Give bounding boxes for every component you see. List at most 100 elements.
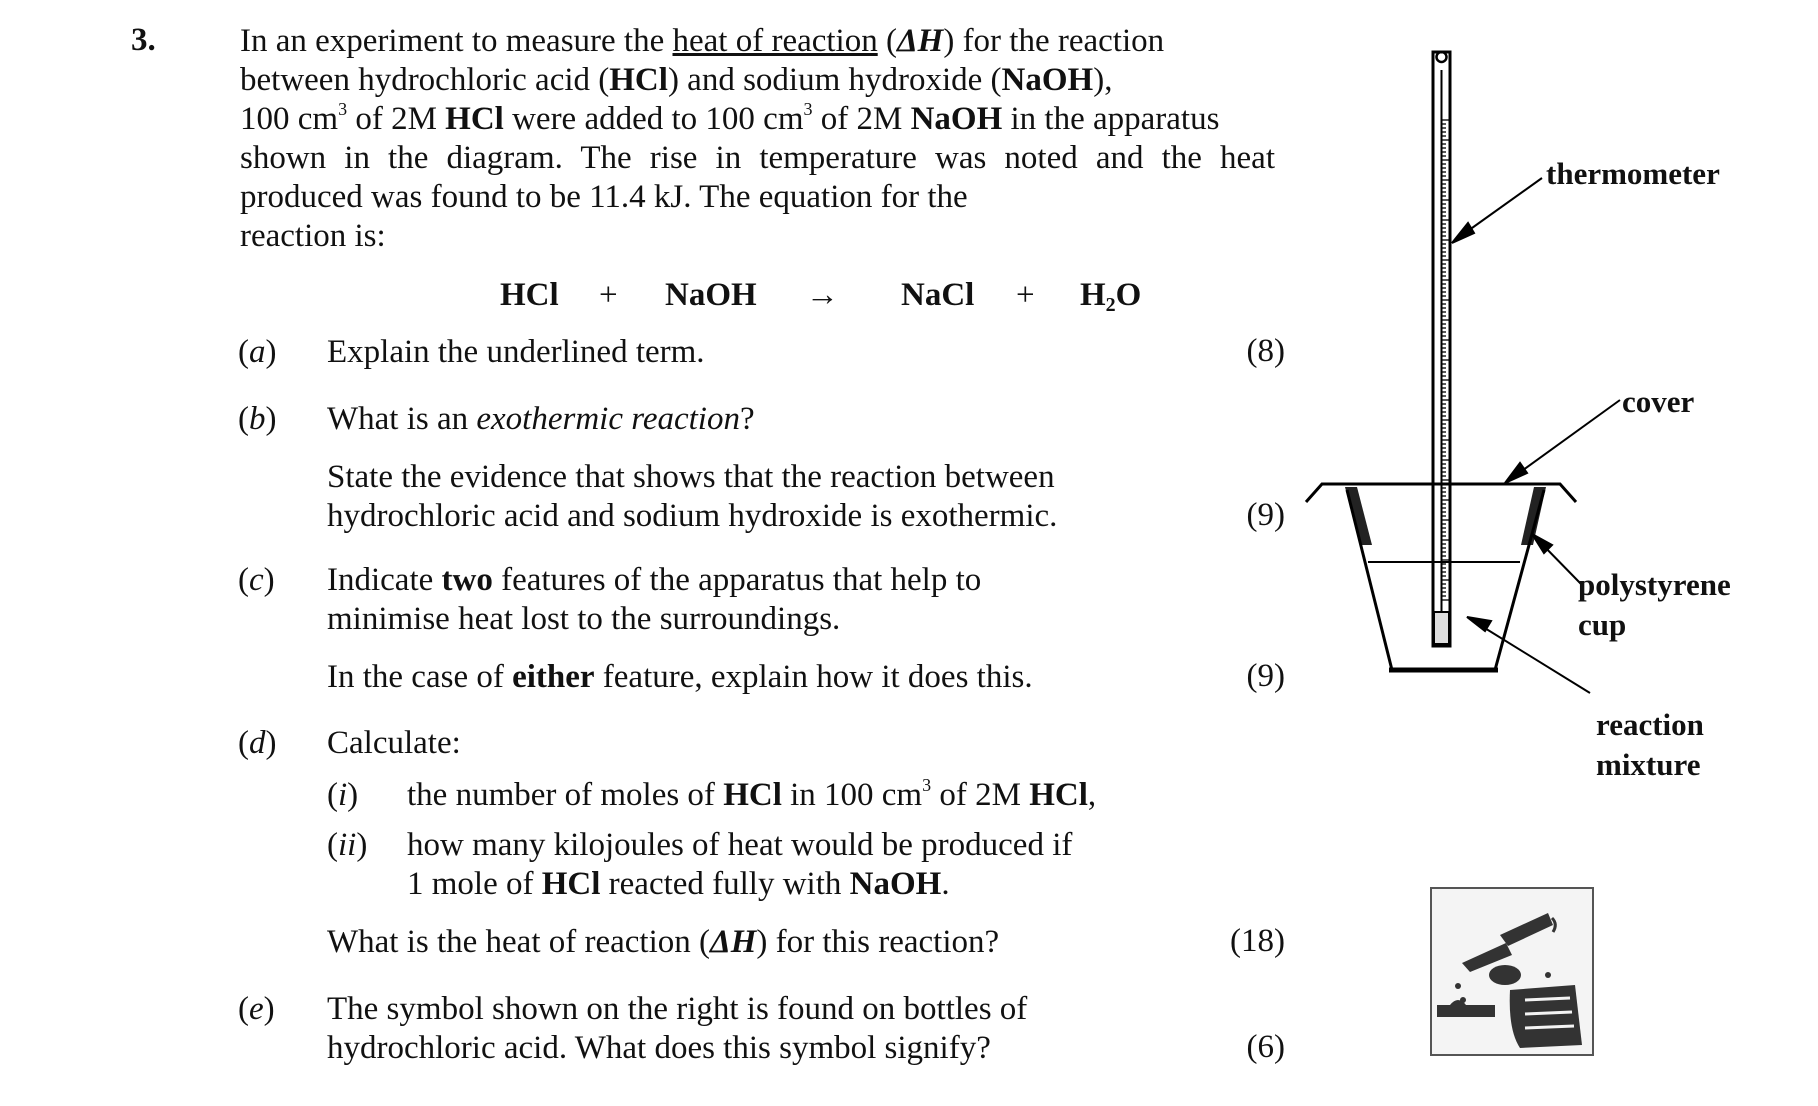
label-roman: ii	[338, 827, 357, 863]
term-exothermic: exothermic reaction	[476, 401, 740, 437]
part-d-i-text: the number of moles of HCl in 100 cm3 of…	[407, 776, 1096, 815]
water-h: H	[1080, 277, 1106, 313]
label-letter: e	[249, 991, 264, 1027]
intro-text: were added to 100 cm	[503, 101, 804, 137]
formula-hcl: HCl	[541, 866, 601, 902]
part-a-label: (a)	[238, 334, 277, 370]
part-c-text: feature, explain how it does this.	[594, 659, 1033, 695]
intro-text: between hydrochloric acid (	[240, 62, 610, 98]
part-b-text: ?	[739, 401, 755, 437]
formula-hcl: HCl	[445, 101, 504, 137]
water-o: O	[1115, 277, 1142, 313]
part-d-text: the number of moles of	[407, 777, 724, 813]
intro-line-2: between hydrochloric acid (HCl) and sodi…	[240, 61, 1275, 100]
thermometer-icon	[1431, 50, 1452, 648]
label-mixture: mixture	[1596, 747, 1701, 782]
intro-line-5: produced was found to be 11.4 kJ. The eq…	[240, 179, 968, 215]
intro-text: in the apparatus	[1002, 101, 1220, 137]
equation-hcl: HCl	[500, 277, 559, 313]
part-d-text: Calculate:	[327, 725, 461, 761]
part-d-i-label: (i)	[327, 777, 359, 813]
part-c-text: features of the apparatus that help to	[492, 562, 982, 598]
superscript: 3	[338, 99, 348, 119]
intro-line-1: In an experiment to measure the heat of …	[240, 22, 1275, 61]
underlined-term: heat of reaction	[672, 23, 878, 59]
intro-line-4: shown in the diagram. The rise in temper…	[240, 140, 1275, 176]
part-c-text: In the case of	[327, 659, 513, 695]
label-reaction: reaction	[1596, 707, 1704, 742]
part-d-text: What is the heat of reaction (	[327, 924, 710, 960]
question-number: 3.	[131, 22, 156, 58]
formula-hcl: HCl	[1029, 777, 1088, 813]
intro-text: ),	[1093, 62, 1113, 98]
intro-text: (	[877, 23, 897, 59]
part-d-text: .	[941, 866, 950, 902]
intro-text: of 2M	[812, 101, 911, 137]
formula-naoh: NaOH	[1001, 62, 1094, 98]
part-d-marks: (18)	[1230, 923, 1285, 959]
intro-text: ) for the reaction	[943, 23, 1165, 59]
part-c-line-1: Indicate two features of the apparatus t…	[327, 561, 981, 600]
label-letter: b	[249, 401, 266, 437]
equation-water: H2O	[1080, 277, 1142, 316]
superscript: 3	[922, 775, 932, 795]
delta-h: ΔH	[710, 924, 757, 960]
intro-paragraph: In an experiment to measure the heat of …	[240, 22, 1275, 256]
part-d-question: What is the heat of reaction (ΔH) for th…	[327, 923, 999, 962]
intro-text: 100 cm	[240, 101, 339, 137]
label-polystyrene: polystyrene	[1578, 567, 1731, 602]
part-b-question: What is an exothermic reaction?	[327, 400, 755, 439]
label-letter: d	[249, 725, 266, 761]
intro-text: ) and sodium hydroxide (	[667, 62, 1002, 98]
label-arrows	[1451, 177, 1621, 694]
part-d-ii-line-1: how many kilojoules of heat would be pro…	[407, 827, 1073, 863]
equation-plus: +	[599, 277, 618, 313]
part-d-ii-label: (ii)	[327, 827, 368, 863]
part-d-label: (d)	[238, 725, 277, 761]
part-c-marks: (9)	[1246, 658, 1285, 694]
part-c-text: Indicate	[327, 562, 442, 598]
part-e-line-2: hydrochloric acid. What does this symbol…	[327, 1030, 991, 1066]
label-cover: cover	[1622, 384, 1695, 419]
part-d-ii-line-2: 1 mole of HCl reacted fully with NaOH.	[407, 865, 950, 904]
formula-hcl: HCl	[723, 777, 782, 813]
equation-plus: +	[1016, 277, 1035, 313]
part-a-text: Explain the underlined term.	[327, 334, 705, 370]
intro-text: In an experiment to measure the	[240, 23, 673, 59]
part-b-text: What is an	[327, 401, 477, 437]
intro-line-3: 100 cm3 of 2M HCl were added to 100 cm3 …	[240, 100, 1275, 139]
label-thermometer: thermometer	[1546, 156, 1720, 191]
intro-text: of 2M	[347, 101, 446, 137]
equation-arrow: →	[806, 277, 839, 313]
part-b-statement-1: State the evidence that shows that the r…	[327, 459, 1055, 495]
equation-naoh: NaOH	[665, 277, 757, 313]
formula-naoh: NaOH	[910, 101, 1003, 137]
intro-line-6: reaction is:	[240, 218, 386, 254]
label-roman: i	[338, 777, 348, 813]
part-d-text: ) for this reaction?	[756, 924, 1000, 960]
part-a-marks: (8)	[1246, 333, 1285, 369]
label-letter: c	[249, 562, 264, 598]
part-e-marks: (6)	[1246, 1029, 1285, 1065]
part-e-line-1: The symbol shown on the right is found o…	[327, 991, 1028, 1027]
part-b-label: (b)	[238, 401, 277, 437]
subscript: 2	[1105, 294, 1116, 316]
part-e-label: (e)	[238, 991, 275, 1027]
polystyrene-cup-icon	[1304, 482, 1578, 673]
equation-nacl: NaCl	[901, 277, 975, 313]
part-c-line-3: In the case of either feature, explain h…	[327, 658, 1033, 697]
superscript: 3	[803, 99, 813, 119]
emphasis-two: two	[441, 562, 493, 598]
part-b-marks: (9)	[1246, 497, 1285, 533]
part-b-statement-2: hydrochloric acid and sodium hydroxide i…	[327, 498, 1058, 534]
formula-naoh: NaOH	[849, 866, 942, 902]
label-cup: cup	[1578, 607, 1627, 642]
part-d-text: 1 mole of	[407, 866, 542, 902]
part-d-text: reacted fully with	[600, 866, 850, 902]
delta-h: ΔH	[896, 23, 944, 59]
label-letter: a	[249, 334, 266, 370]
emphasis-either: either	[512, 659, 595, 695]
part-c-line-2: minimise heat lost to the surroundings.	[327, 601, 841, 637]
